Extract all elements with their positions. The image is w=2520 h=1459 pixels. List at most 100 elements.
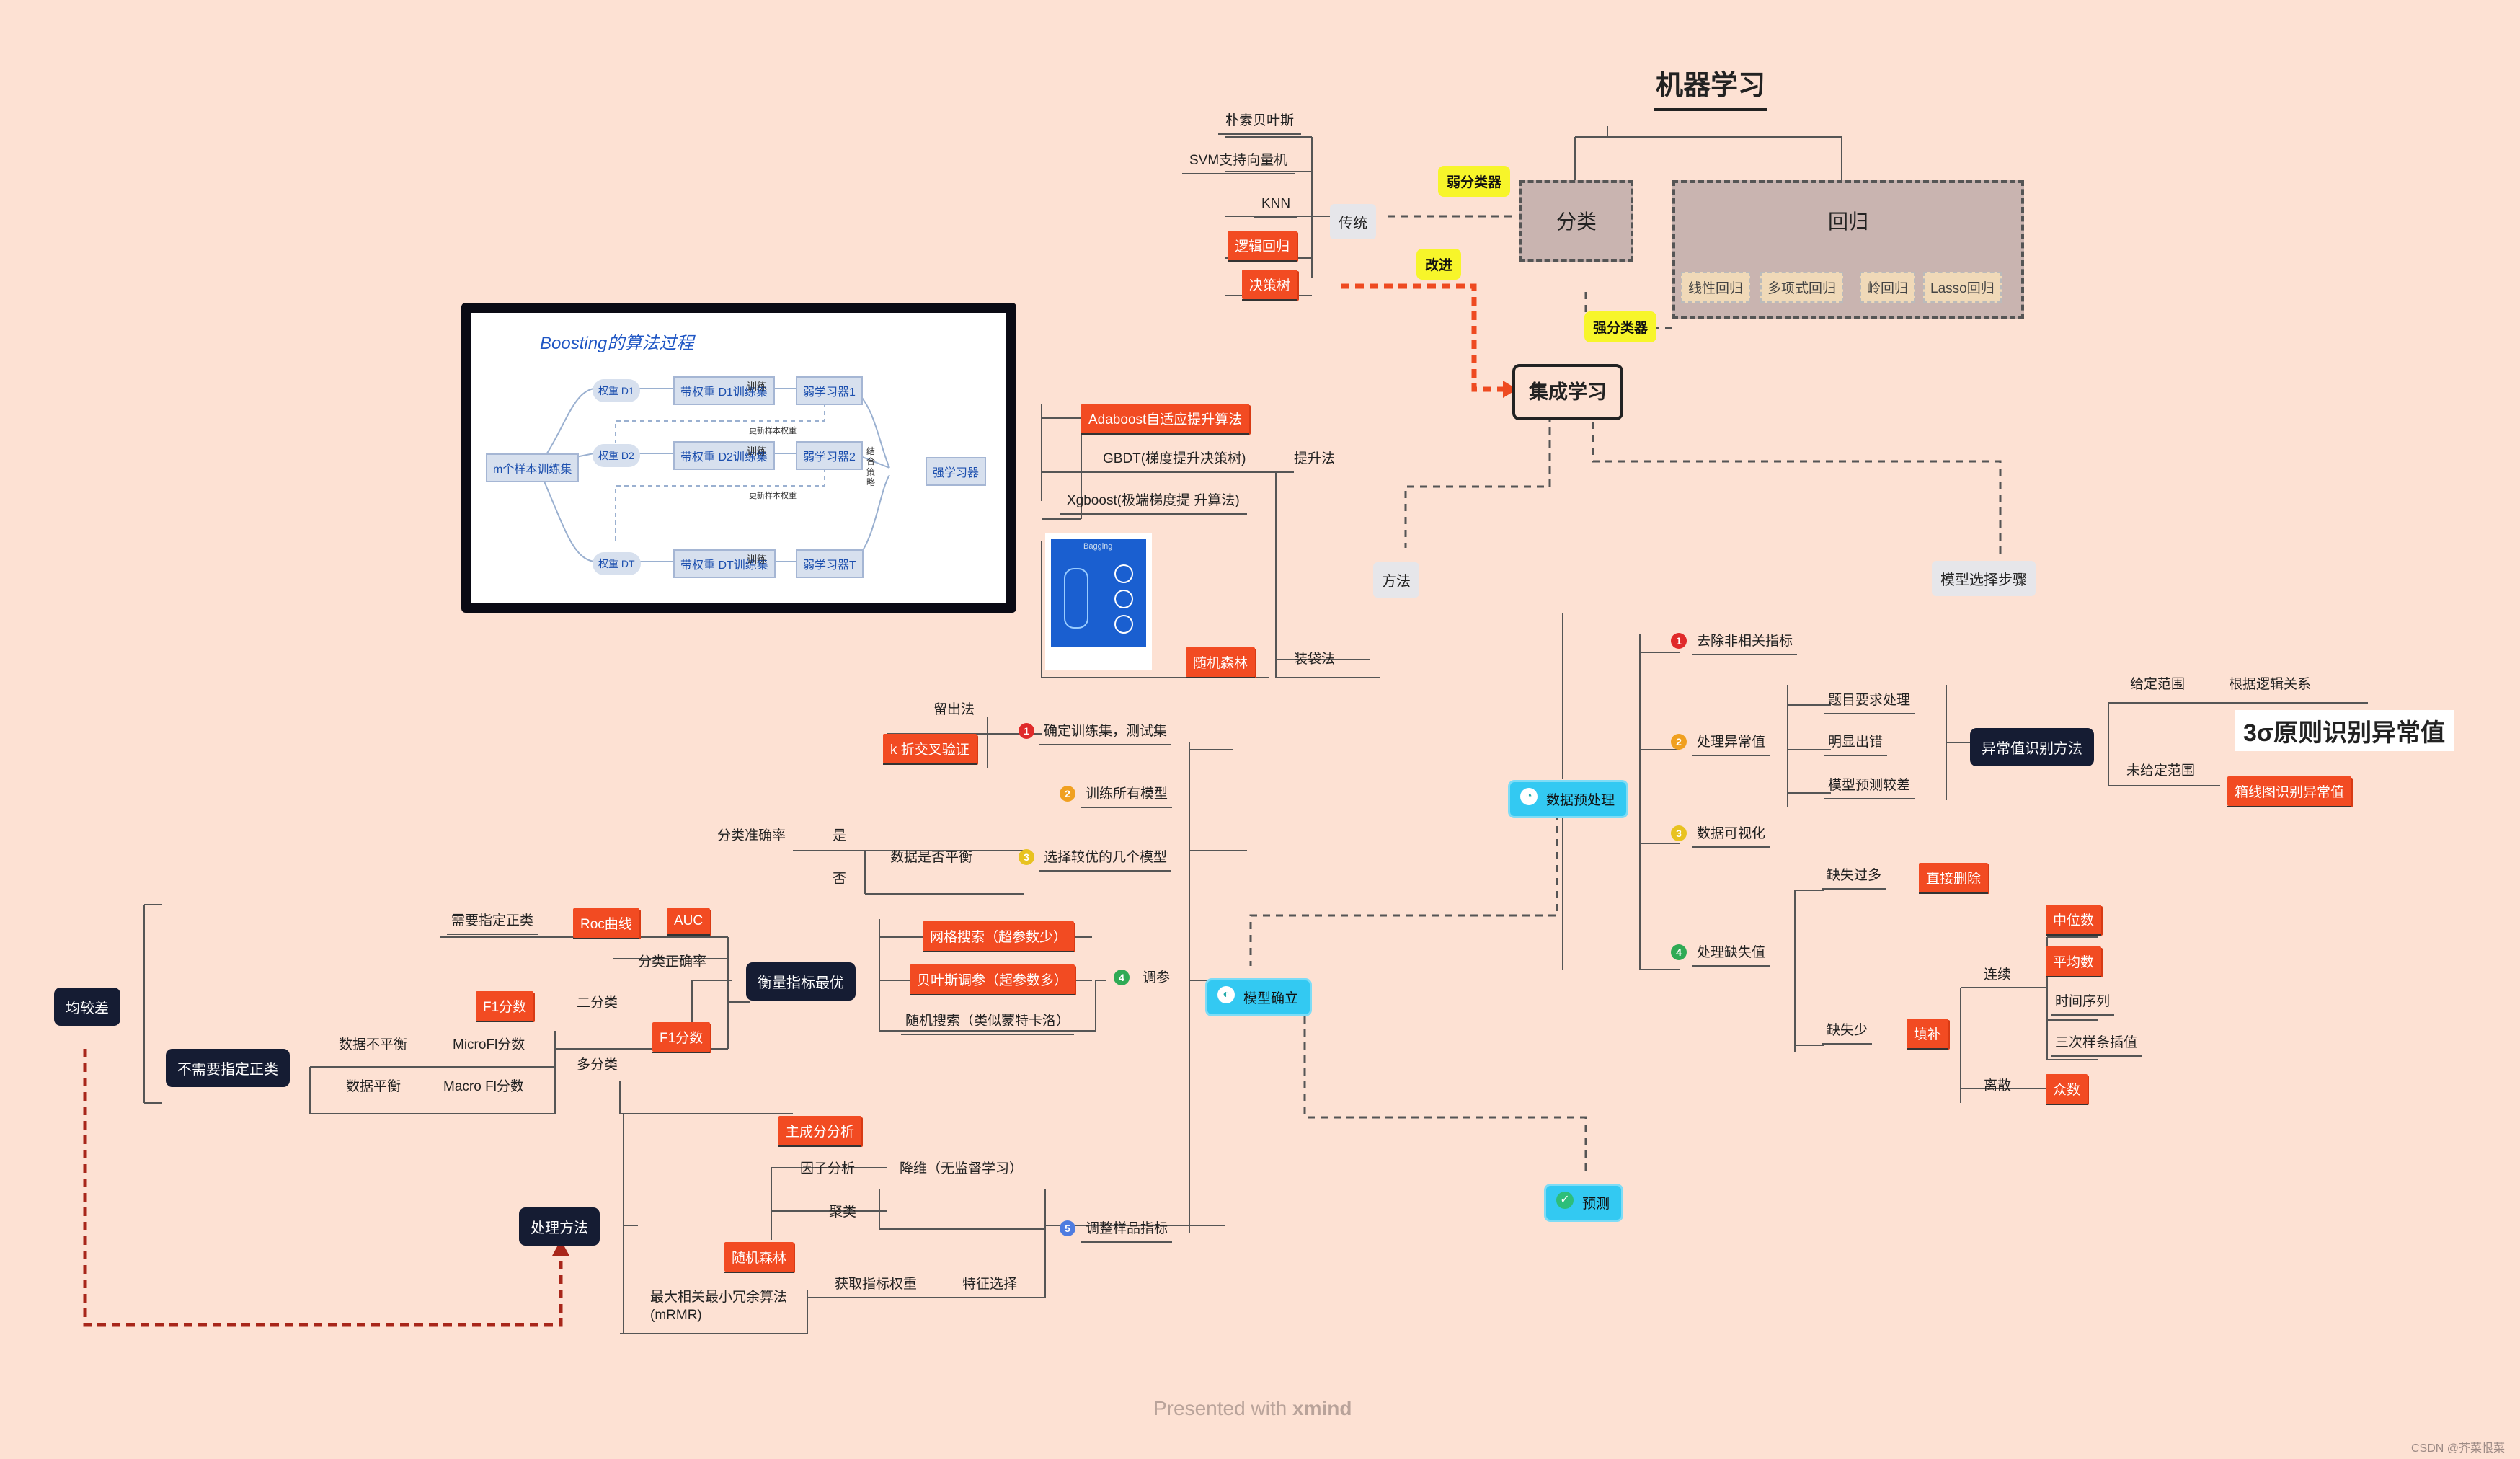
traditional-item[interactable]: KNN xyxy=(1254,197,1298,218)
continuous-fill[interactable]: 中位数 xyxy=(2046,905,2102,936)
unbalanced-data[interactable]: 数据不平衡 xyxy=(339,1037,408,1052)
random-forest-weight[interactable]: 随机森林 xyxy=(724,1242,794,1273)
pre-step-outliers[interactable]: 处理异常值 xyxy=(1692,735,1770,756)
random-search[interactable]: 随机搜索（类似蒙特卡洛） xyxy=(901,1014,1075,1035)
build-step-train[interactable]: 训练所有模型 xyxy=(1081,787,1173,808)
get-index-weight[interactable]: 获取指标权重 xyxy=(835,1277,918,1292)
auc-metric[interactable]: AUC xyxy=(667,908,711,936)
traditional-item[interactable]: 决策树 xyxy=(1242,270,1298,301)
traditional-item[interactable]: 朴素贝叶斯 xyxy=(1218,114,1302,135)
data-balance[interactable]: 数据是否平衡 xyxy=(890,850,973,865)
traditional-item[interactable]: SVM支持向量机 xyxy=(1182,154,1295,174)
predict-node[interactable]: ✓预测 xyxy=(1546,1186,1622,1220)
kfold-method[interactable]: k 折交叉验证 xyxy=(883,734,977,765)
ungiven-range[interactable]: 未给定范围 xyxy=(2126,763,2196,779)
random-forest-item[interactable]: 随机森林 xyxy=(1186,647,1256,678)
build-step-split[interactable]: 确定训练集，测试集 xyxy=(1039,724,1172,745)
build-step-adjust[interactable]: 调整样品指标 xyxy=(1081,1222,1173,1243)
half-circle-icon: ◐ xyxy=(1217,986,1235,1003)
boosting-item[interactable]: Xgboost(极端梯度提 升算法) xyxy=(1060,494,1247,515)
classification-node[interactable]: 分类 xyxy=(1519,180,1633,262)
regression-leaf[interactable]: 多项式回归 xyxy=(1760,272,1844,303)
update-label: 更新样本权重 xyxy=(749,427,797,435)
model-selection-steps-node[interactable]: 模型选择步骤 xyxy=(1932,561,2036,596)
logic-relation[interactable]: 根据逻辑关系 xyxy=(2229,677,2312,692)
f1-score[interactable]: F1分数 xyxy=(476,991,534,1022)
build-step-tune[interactable]: 调参 xyxy=(1143,970,1171,985)
holdout-method[interactable]: 留出法 xyxy=(933,702,975,717)
outlier-cause[interactable]: 模型预测较差 xyxy=(1824,779,1915,799)
mode-fill[interactable]: 众数 xyxy=(2046,1074,2088,1105)
balance-yes[interactable]: 是 xyxy=(833,828,847,843)
macro-f1[interactable]: Macro Fl分数 xyxy=(443,1079,524,1094)
need-positive-class[interactable]: 需要指定正类 xyxy=(447,914,538,935)
predict-label: 预测 xyxy=(1582,1197,1610,1212)
balance-no[interactable]: 否 xyxy=(833,872,847,887)
delete-directly[interactable]: 直接删除 xyxy=(1919,863,1989,894)
boxplot-method[interactable]: 箱线图识别异常值 xyxy=(2227,776,2352,807)
bayes-tuning[interactable]: 贝叶斯调参（超参数多） xyxy=(910,964,1075,995)
f1-score[interactable]: F1分数 xyxy=(652,1022,711,1053)
outlier-cause[interactable]: 题目要求处理 xyxy=(1824,693,1915,714)
traditional-node[interactable]: 传统 xyxy=(1330,204,1376,239)
presented-with-footer: Presented with xmind xyxy=(1153,1397,1352,1420)
traditional-item[interactable]: 逻辑回归 xyxy=(1228,231,1297,262)
dimension-reduction[interactable]: 降维（无监督学习） xyxy=(900,1161,1024,1176)
classification-correct-rate[interactable]: 分类正确率 xyxy=(638,954,707,970)
pre-step-remove[interactable]: 去除非相关指标 xyxy=(1692,634,1798,655)
discrete-type[interactable]: 离散 xyxy=(1984,1078,2012,1094)
model-build-node[interactable]: ◐模型确立 xyxy=(1207,980,1310,1014)
boosting-item[interactable]: Adaboost自适应提升算法 xyxy=(1081,404,1250,435)
weak-classifier-tag: 弱分类器 xyxy=(1438,166,1511,197)
clustering[interactable]: 聚类 xyxy=(829,1205,857,1220)
preprocess-label: 数据预处理 xyxy=(1546,793,1615,808)
binary-class[interactable]: 二分类 xyxy=(577,995,618,1011)
factor-analysis[interactable]: 因子分析 xyxy=(800,1161,856,1176)
build-step-select[interactable]: 选择较优的几个模型 xyxy=(1039,851,1172,872)
process-method-node[interactable]: 处理方法 xyxy=(519,1207,600,1246)
boosting-item[interactable]: GBDT(梯度提升决策树) xyxy=(1096,452,1254,473)
mrmr-algorithm[interactable]: 最大相关最小冗余算法(mRMR) xyxy=(650,1290,788,1323)
weak-learner-chip: 弱学习器1 xyxy=(796,376,863,405)
three-sigma-rule[interactable]: 3σ原则识别异常值 xyxy=(2235,710,2454,751)
xmind-logo: xmind xyxy=(1292,1397,1352,1419)
pre-step-visualize[interactable]: 数据可视化 xyxy=(1692,827,1770,848)
no-positive-class-node[interactable]: 不需要指定正类 xyxy=(166,1049,290,1087)
boosting-node[interactable]: 提升法 xyxy=(1294,451,1336,466)
continuous-fill[interactable]: 时间序列 xyxy=(2051,995,2115,1016)
given-range[interactable]: 给定范围 xyxy=(2130,677,2186,692)
continuous-fill[interactable]: 平均数 xyxy=(2046,946,2102,977)
mean-node[interactable]: 均较差 xyxy=(54,988,120,1026)
balanced-data[interactable]: 数据平衡 xyxy=(346,1079,401,1094)
bagging-diagram: Bagging xyxy=(1051,539,1146,647)
regression-leaf[interactable]: 岭回归 xyxy=(1860,272,1916,303)
outlier-cause[interactable]: 明显出错 xyxy=(1824,735,1888,756)
pca-method[interactable]: 主成分分析 xyxy=(778,1116,862,1147)
outlier-method-node[interactable]: 异常值识别方法 xyxy=(1970,728,2094,766)
step-number-4: 4 xyxy=(1114,970,1130,985)
feature-selection[interactable]: 特征选择 xyxy=(962,1277,1018,1292)
metric-optimal-node[interactable]: 衡量指标最优 xyxy=(746,962,856,1001)
pre-step-missing[interactable]: 处理缺失值 xyxy=(1692,946,1770,967)
step-number-3: 3 xyxy=(1019,849,1034,865)
classification-accuracy[interactable]: 分类准确率 xyxy=(717,828,786,843)
few-missing[interactable]: 缺失少 xyxy=(1822,1024,1873,1045)
methods-node[interactable]: 方法 xyxy=(1373,562,1419,598)
continuous-type[interactable]: 连续 xyxy=(1984,967,2012,983)
micro-f1[interactable]: MicroFl分数 xyxy=(453,1037,525,1052)
grid-search[interactable]: 网格搜索（超参数少） xyxy=(923,921,1075,952)
preprocess-node[interactable]: ◔数据预处理 xyxy=(1510,782,1627,816)
update-label: 更新样本权重 xyxy=(749,492,797,500)
continuous-fill[interactable]: 三次样条插值 xyxy=(2051,1036,2142,1057)
regression-leaf[interactable]: Lasso回归 xyxy=(1923,272,2002,303)
regression-leaf[interactable]: 线性回归 xyxy=(1681,272,1751,303)
bagging-caption: Bagging xyxy=(1083,542,1113,551)
improve-tag: 改进 xyxy=(1416,249,1462,280)
root-title[interactable]: 机器学习 xyxy=(1654,72,1767,111)
multi-class[interactable]: 多分类 xyxy=(577,1057,618,1073)
ensemble-node[interactable]: 集成学习 xyxy=(1512,364,1623,420)
roc-curve[interactable]: Roc曲线 xyxy=(573,908,639,939)
bagging-node[interactable]: 装袋法 xyxy=(1294,652,1336,667)
many-missing[interactable]: 缺失过多 xyxy=(1822,869,1886,890)
fill-missing[interactable]: 填补 xyxy=(1907,1019,1949,1050)
